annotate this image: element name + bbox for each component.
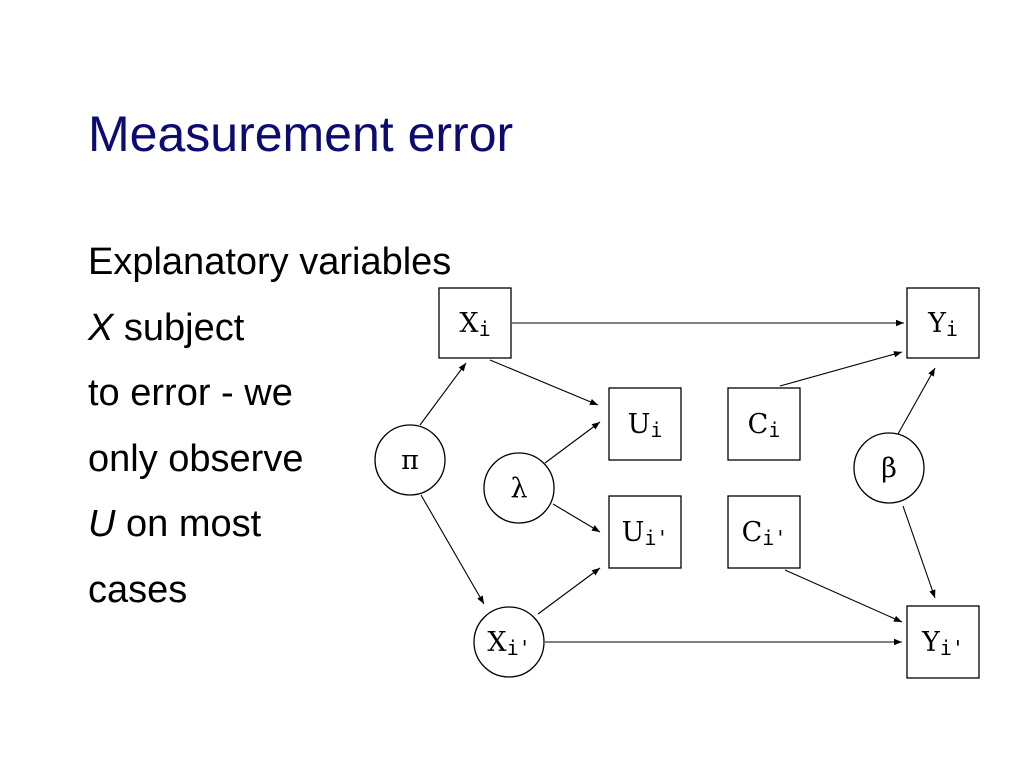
edge-c-i-to-y-i bbox=[779, 351, 903, 387]
node-x-i-prime-label: Xi' bbox=[487, 627, 530, 660]
node-beta-label: β bbox=[881, 453, 897, 484]
node-beta: β bbox=[853, 432, 925, 504]
node-u-i-prime-box bbox=[608, 495, 682, 569]
node-beta-circle bbox=[853, 432, 925, 504]
node-c-i: Ci bbox=[727, 387, 801, 461]
node-y-i-prime-box bbox=[906, 605, 980, 679]
body-line-2: X subject bbox=[88, 296, 451, 362]
node-c-i-prime-subscript: i' bbox=[762, 526, 786, 550]
node-x-i-symbol: X bbox=[459, 308, 479, 339]
edge-beta-to-y-i-prime bbox=[902, 505, 936, 599]
node-u-i-subscript: i bbox=[650, 418, 662, 442]
edge-c-i-prime-to-y-i-prime bbox=[784, 569, 903, 623]
edge-lambda-to-u-i bbox=[544, 421, 601, 464]
edge-pi-to-x-i-prime bbox=[420, 494, 485, 605]
node-u-i-prime-symbol: U bbox=[622, 517, 645, 548]
node-u-i-box bbox=[608, 387, 682, 461]
node-y-i-prime-symbol: Y bbox=[921, 627, 941, 658]
edge-beta-to-y-i bbox=[897, 367, 936, 435]
node-c-i-symbol: C bbox=[748, 409, 769, 440]
node-u-i-symbol: U bbox=[628, 409, 651, 440]
node-lambda-circle bbox=[483, 452, 555, 524]
node-y-i: Yi bbox=[906, 287, 980, 359]
node-x-i-prime: Xi' bbox=[473, 606, 545, 678]
node-x-i-prime-symbol: X bbox=[487, 627, 507, 658]
node-c-i-subscript: i bbox=[768, 418, 780, 442]
node-lambda-label: λ bbox=[510, 473, 527, 504]
node-x-i-prime-circle bbox=[473, 606, 545, 678]
node-y-i-prime: Yi' bbox=[906, 605, 980, 679]
node-u-i-label: Ui bbox=[628, 409, 663, 442]
node-x-i-box bbox=[438, 287, 512, 359]
node-c-i-prime: Ci' bbox=[727, 495, 801, 569]
node-y-i-subscript: i bbox=[946, 317, 958, 341]
node-c-i-prime-symbol: C bbox=[742, 517, 763, 548]
body-text: Explanatory variables X subject to error… bbox=[88, 230, 451, 623]
edge-x-i-prime-to-u-i-prime bbox=[537, 567, 601, 615]
node-y-i-prime-label: Yi' bbox=[921, 627, 964, 660]
body-line-6: cases bbox=[88, 568, 188, 611]
node-x-i-prime-subscript: i' bbox=[507, 636, 531, 660]
variable-x: X bbox=[88, 306, 114, 349]
body-line-3: to error - we bbox=[88, 372, 293, 414]
node-y-i-box bbox=[906, 287, 980, 359]
node-y-i-symbol: Y bbox=[927, 308, 947, 339]
edge-lambda-to-u-i-prime bbox=[552, 503, 601, 533]
node-x-i-label: Xi bbox=[459, 308, 490, 341]
node-pi-symbol: π bbox=[401, 445, 419, 476]
variable-u: U bbox=[88, 503, 116, 545]
node-x-i: Xi bbox=[438, 287, 512, 359]
body-line-2-rest: subject bbox=[113, 306, 245, 349]
node-u-i-prime-subscript: i' bbox=[644, 526, 668, 550]
body-line-5-rest: on most bbox=[115, 503, 262, 545]
node-beta-symbol: β bbox=[881, 453, 897, 484]
node-lambda: λ bbox=[483, 452, 555, 524]
node-lambda-symbol: λ bbox=[510, 473, 527, 504]
body-line-1: Explanatory variables bbox=[88, 241, 452, 283]
node-y-i-label: Yi bbox=[927, 308, 958, 341]
slide-title: Measurement error bbox=[88, 106, 514, 162]
node-u-i: Ui bbox=[608, 387, 682, 461]
node-u-i-prime: Ui' bbox=[608, 495, 682, 569]
node-pi-circle bbox=[374, 424, 446, 496]
node-c-i-prime-box bbox=[727, 495, 801, 569]
node-u-i-prime-label: Ui' bbox=[622, 517, 669, 550]
node-x-i-subscript: i bbox=[479, 317, 491, 341]
edge-pi-to-x-i bbox=[419, 362, 467, 426]
body-line-4: only observe bbox=[88, 437, 304, 480]
edge-x-i-to-u-i bbox=[489, 359, 599, 406]
node-pi-label: π bbox=[401, 445, 419, 476]
node-pi: π bbox=[374, 424, 446, 496]
body-line-5: U on most bbox=[88, 492, 451, 558]
node-c-i-prime-label: Ci' bbox=[742, 517, 787, 550]
node-c-i-box bbox=[727, 387, 801, 461]
node-c-i-label: Ci bbox=[748, 409, 781, 442]
node-y-i-prime-subscript: i' bbox=[940, 636, 964, 660]
